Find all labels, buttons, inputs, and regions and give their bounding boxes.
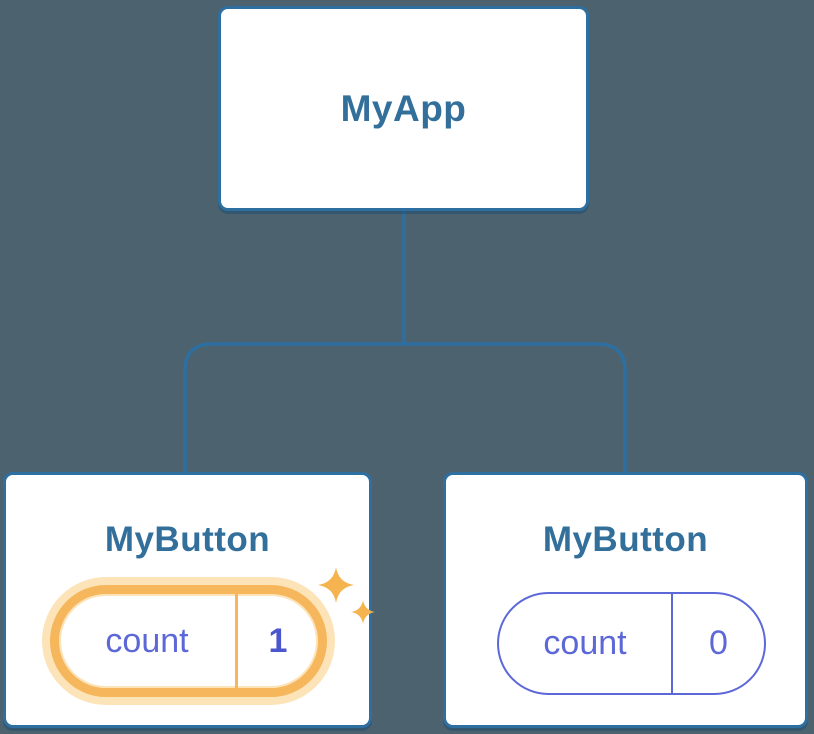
sparkles-icon: [318, 567, 375, 624]
node-mybutton: MyButton count 0: [443, 472, 808, 728]
node-myapp-label: MyApp: [340, 87, 467, 129]
state-value: 0: [709, 624, 728, 662]
state-pill-active: count 1: [50, 585, 327, 697]
node-mybutton-active: MyButton count 1: [3, 472, 375, 728]
state-value: 1: [268, 621, 288, 660]
node-mybutton-label: MyButton: [542, 520, 709, 559]
connector-branch: [183, 342, 627, 472]
node-mybutton-active-label: MyButton: [104, 520, 271, 559]
state-pill: count 0: [497, 592, 766, 695]
node-myapp: MyApp: [218, 6, 589, 211]
state-key-label: count: [59, 594, 238, 688]
state-key-label: count: [499, 594, 673, 693]
